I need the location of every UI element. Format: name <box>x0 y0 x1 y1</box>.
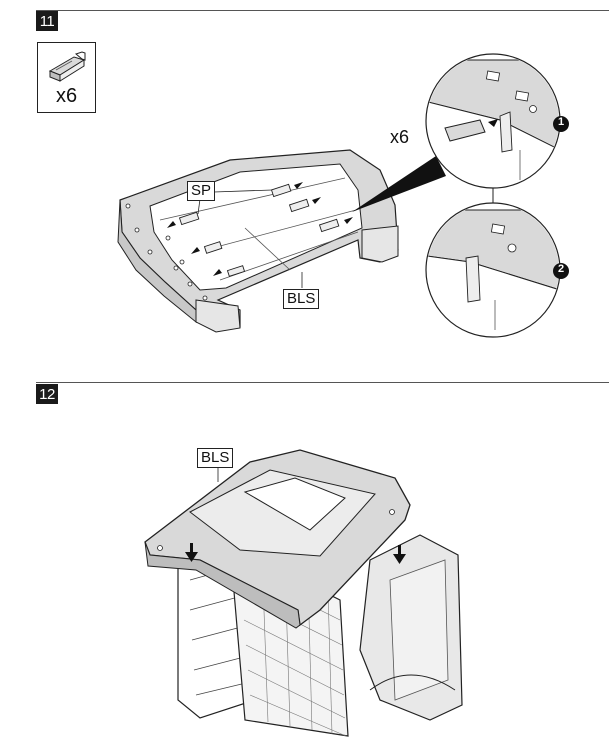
spacer-part-icon <box>48 51 86 82</box>
detail-marker-2: 2 <box>557 263 565 275</box>
section-divider <box>36 382 609 383</box>
detail-marker-1: 1 <box>557 116 565 128</box>
part-quantity: x6 <box>55 85 78 107</box>
seat-frame-tag: BLS <box>197 448 234 468</box>
step-number: 12 <box>39 385 55 403</box>
step-number: 11 <box>39 12 55 30</box>
seat-frame-tag: BLS <box>283 289 320 309</box>
step-number-badge: 12 <box>36 384 58 404</box>
parts-box: x6 <box>37 42 96 113</box>
spacer-tag: SP <box>187 181 216 201</box>
section-divider <box>36 10 609 11</box>
detail-quantity: x6 <box>390 127 410 147</box>
step-number-badge: 11 <box>36 11 58 31</box>
